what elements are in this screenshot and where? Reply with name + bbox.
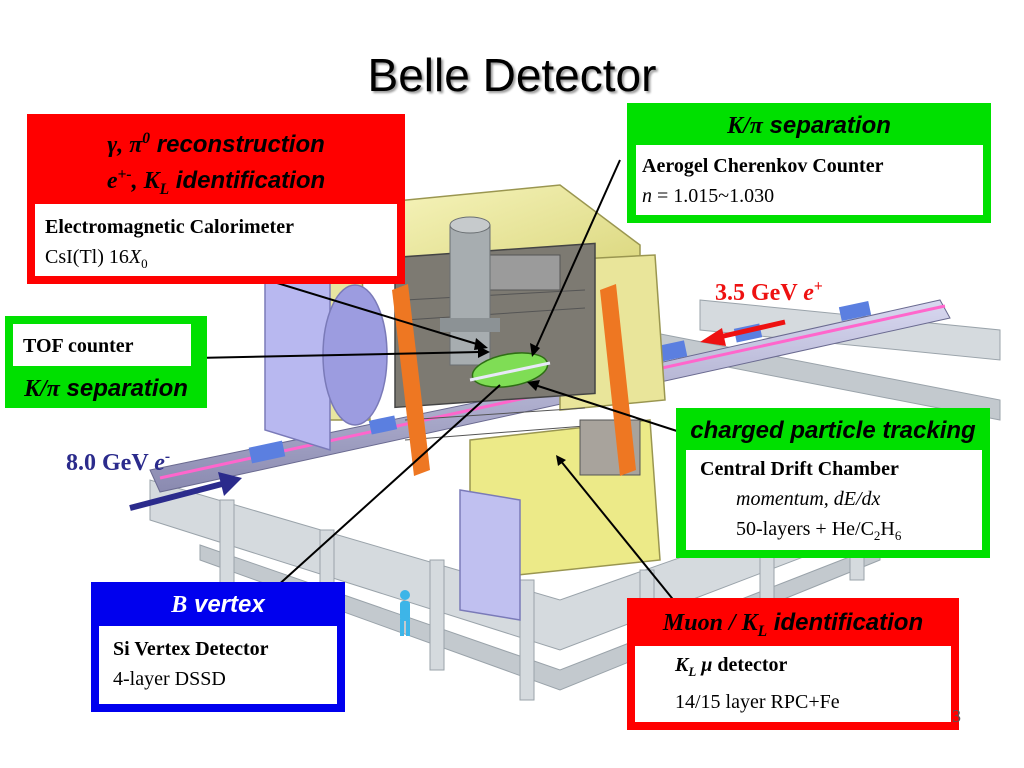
acc-spec: n = 1.015~1.030 bbox=[642, 185, 775, 207]
ecl-name: Electromagnetic Calorimeter bbox=[45, 216, 294, 238]
tof-header: K/π separation bbox=[24, 375, 188, 402]
svd-name: Si Vertex Detector bbox=[113, 638, 269, 660]
page-title: Belle Detector bbox=[367, 49, 657, 101]
klm-box: Muon / KL identification KL μ detector 1… bbox=[627, 598, 959, 730]
positron-arrow bbox=[700, 319, 786, 346]
klm-pointer-line bbox=[559, 459, 681, 609]
tof-box: TOF counter K/π separation bbox=[5, 316, 207, 408]
acc-box: K/π separation Aerogel Cherenkov Counter… bbox=[627, 103, 991, 223]
ecl-description: Electromagnetic Calorimeter CsI(Tl) 16X0 bbox=[35, 204, 397, 276]
ecl-spec: CsI(Tl) 16X0 bbox=[45, 246, 148, 271]
ecl-header-line2: e+-, KL identification bbox=[106, 166, 326, 198]
cdc-pointer-line bbox=[534, 384, 681, 433]
cdc-spec1: momentum, dE/dx bbox=[736, 488, 881, 510]
klm-name: KL μ detector bbox=[675, 654, 788, 679]
ecl-arrowhead bbox=[474, 338, 488, 350]
slide-number: 3 bbox=[952, 706, 961, 726]
ecl-header-line1: γ, π0 reconstruction bbox=[107, 130, 325, 158]
core bbox=[469, 352, 551, 388]
svd-description: Si Vertex Detector 4-layer DSSD bbox=[99, 626, 337, 704]
positron-beam-label: 3.5 GeV e+ bbox=[715, 278, 823, 306]
cdc-name: Central Drift Chamber bbox=[700, 458, 899, 480]
svd-spec: 4-layer DSSD bbox=[113, 668, 226, 690]
klm-header: Muon / KL identification bbox=[662, 609, 924, 640]
acc-pointer-line bbox=[534, 159, 621, 351]
cdc-box: charged particle tracking Central Drift … bbox=[676, 408, 990, 558]
klm-arrowhead bbox=[556, 455, 566, 466]
klm-spec: 14/15 layer RPC+Fe bbox=[675, 691, 840, 713]
klm-description: KL μ detector 14/15 layer RPC+Fe bbox=[635, 646, 951, 722]
tof-description: TOF counter bbox=[13, 324, 191, 366]
cdc-arrowhead bbox=[527, 380, 540, 391]
cdc-description: Central Drift Chamber momentum, dE/dx 50… bbox=[686, 450, 982, 550]
acc-arrowhead bbox=[530, 343, 540, 357]
svd-pointer-line bbox=[274, 384, 501, 589]
acc-description: Aerogel Cherenkov Counter n = 1.015~1.03… bbox=[636, 145, 983, 215]
cdc-spec2: 50-layers + He/C2H6 bbox=[736, 518, 902, 543]
tof-pointer-line bbox=[194, 351, 481, 359]
person-silhouette bbox=[400, 590, 410, 636]
tof-name: TOF counter bbox=[23, 335, 134, 357]
electron-arrow bbox=[129, 472, 242, 511]
acc-header: K/π separation bbox=[727, 112, 891, 139]
svd-box: B vertex Si Vertex Detector 4-layer DSSD bbox=[91, 582, 345, 712]
acc-name: Aerogel Cherenkov Counter bbox=[642, 155, 884, 177]
ecl-box: γ, π0 reconstruction e+-, KL identificat… bbox=[27, 114, 405, 284]
electron-beam-label: 8.0 GeV e- bbox=[66, 448, 171, 476]
gamma-symbol: γ bbox=[107, 132, 118, 158]
tof-arrowhead bbox=[478, 346, 490, 358]
pi-symbol: π bbox=[129, 132, 143, 158]
cdc-header: charged particle tracking bbox=[690, 417, 976, 444]
svd-header: B vertex bbox=[171, 591, 265, 618]
